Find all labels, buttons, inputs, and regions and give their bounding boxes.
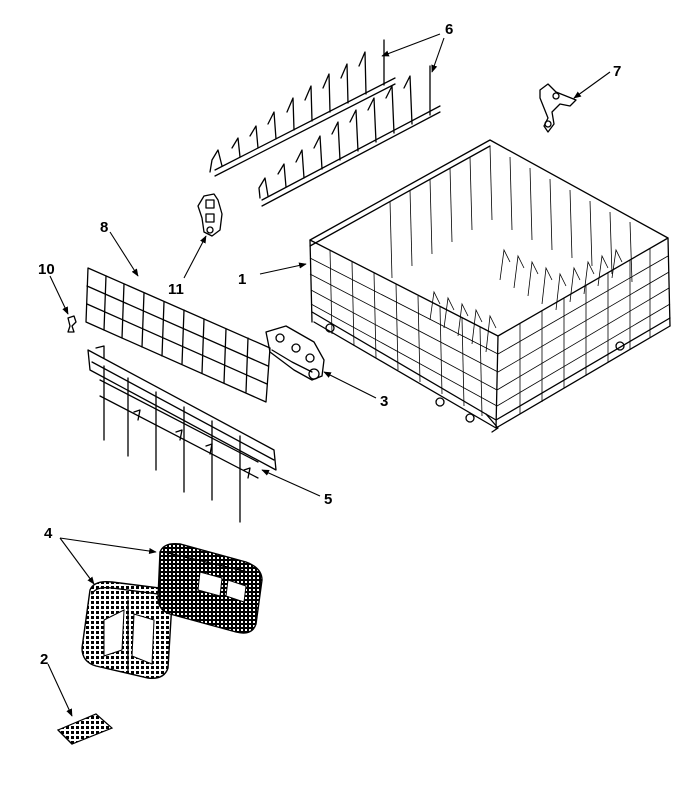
- callout-11: 11: [168, 281, 184, 298]
- callout-3: 3: [380, 393, 388, 410]
- small-clip-part: [67, 315, 77, 333]
- roller-bracket-part: [197, 193, 223, 237]
- callout-5: 5: [324, 491, 332, 508]
- callout-8: 8: [100, 219, 108, 236]
- silverware-basket-large: [81, 580, 173, 679]
- tine-row-part: [209, 39, 441, 207]
- callout-4: 4: [44, 525, 53, 542]
- rack-panel-part: [85, 267, 271, 403]
- basket-cover-part: [56, 713, 114, 745]
- callout-labels: 6 7 1 8 10 11 3 5 4 2: [38, 21, 621, 668]
- dish-rack-part: [309, 139, 671, 433]
- rail-frame-part: [87, 345, 277, 523]
- leader-lines: [47, 33, 611, 717]
- silverware-basket-small: [157, 542, 263, 634]
- rack-clip-part: [539, 83, 577, 133]
- callout-6: 6: [445, 21, 453, 38]
- callout-7: 7: [613, 63, 621, 80]
- callout-10: 10: [38, 261, 55, 278]
- callout-1: 1: [238, 271, 246, 288]
- callout-2: 2: [40, 651, 48, 668]
- wheel-carrier-part: [265, 325, 325, 381]
